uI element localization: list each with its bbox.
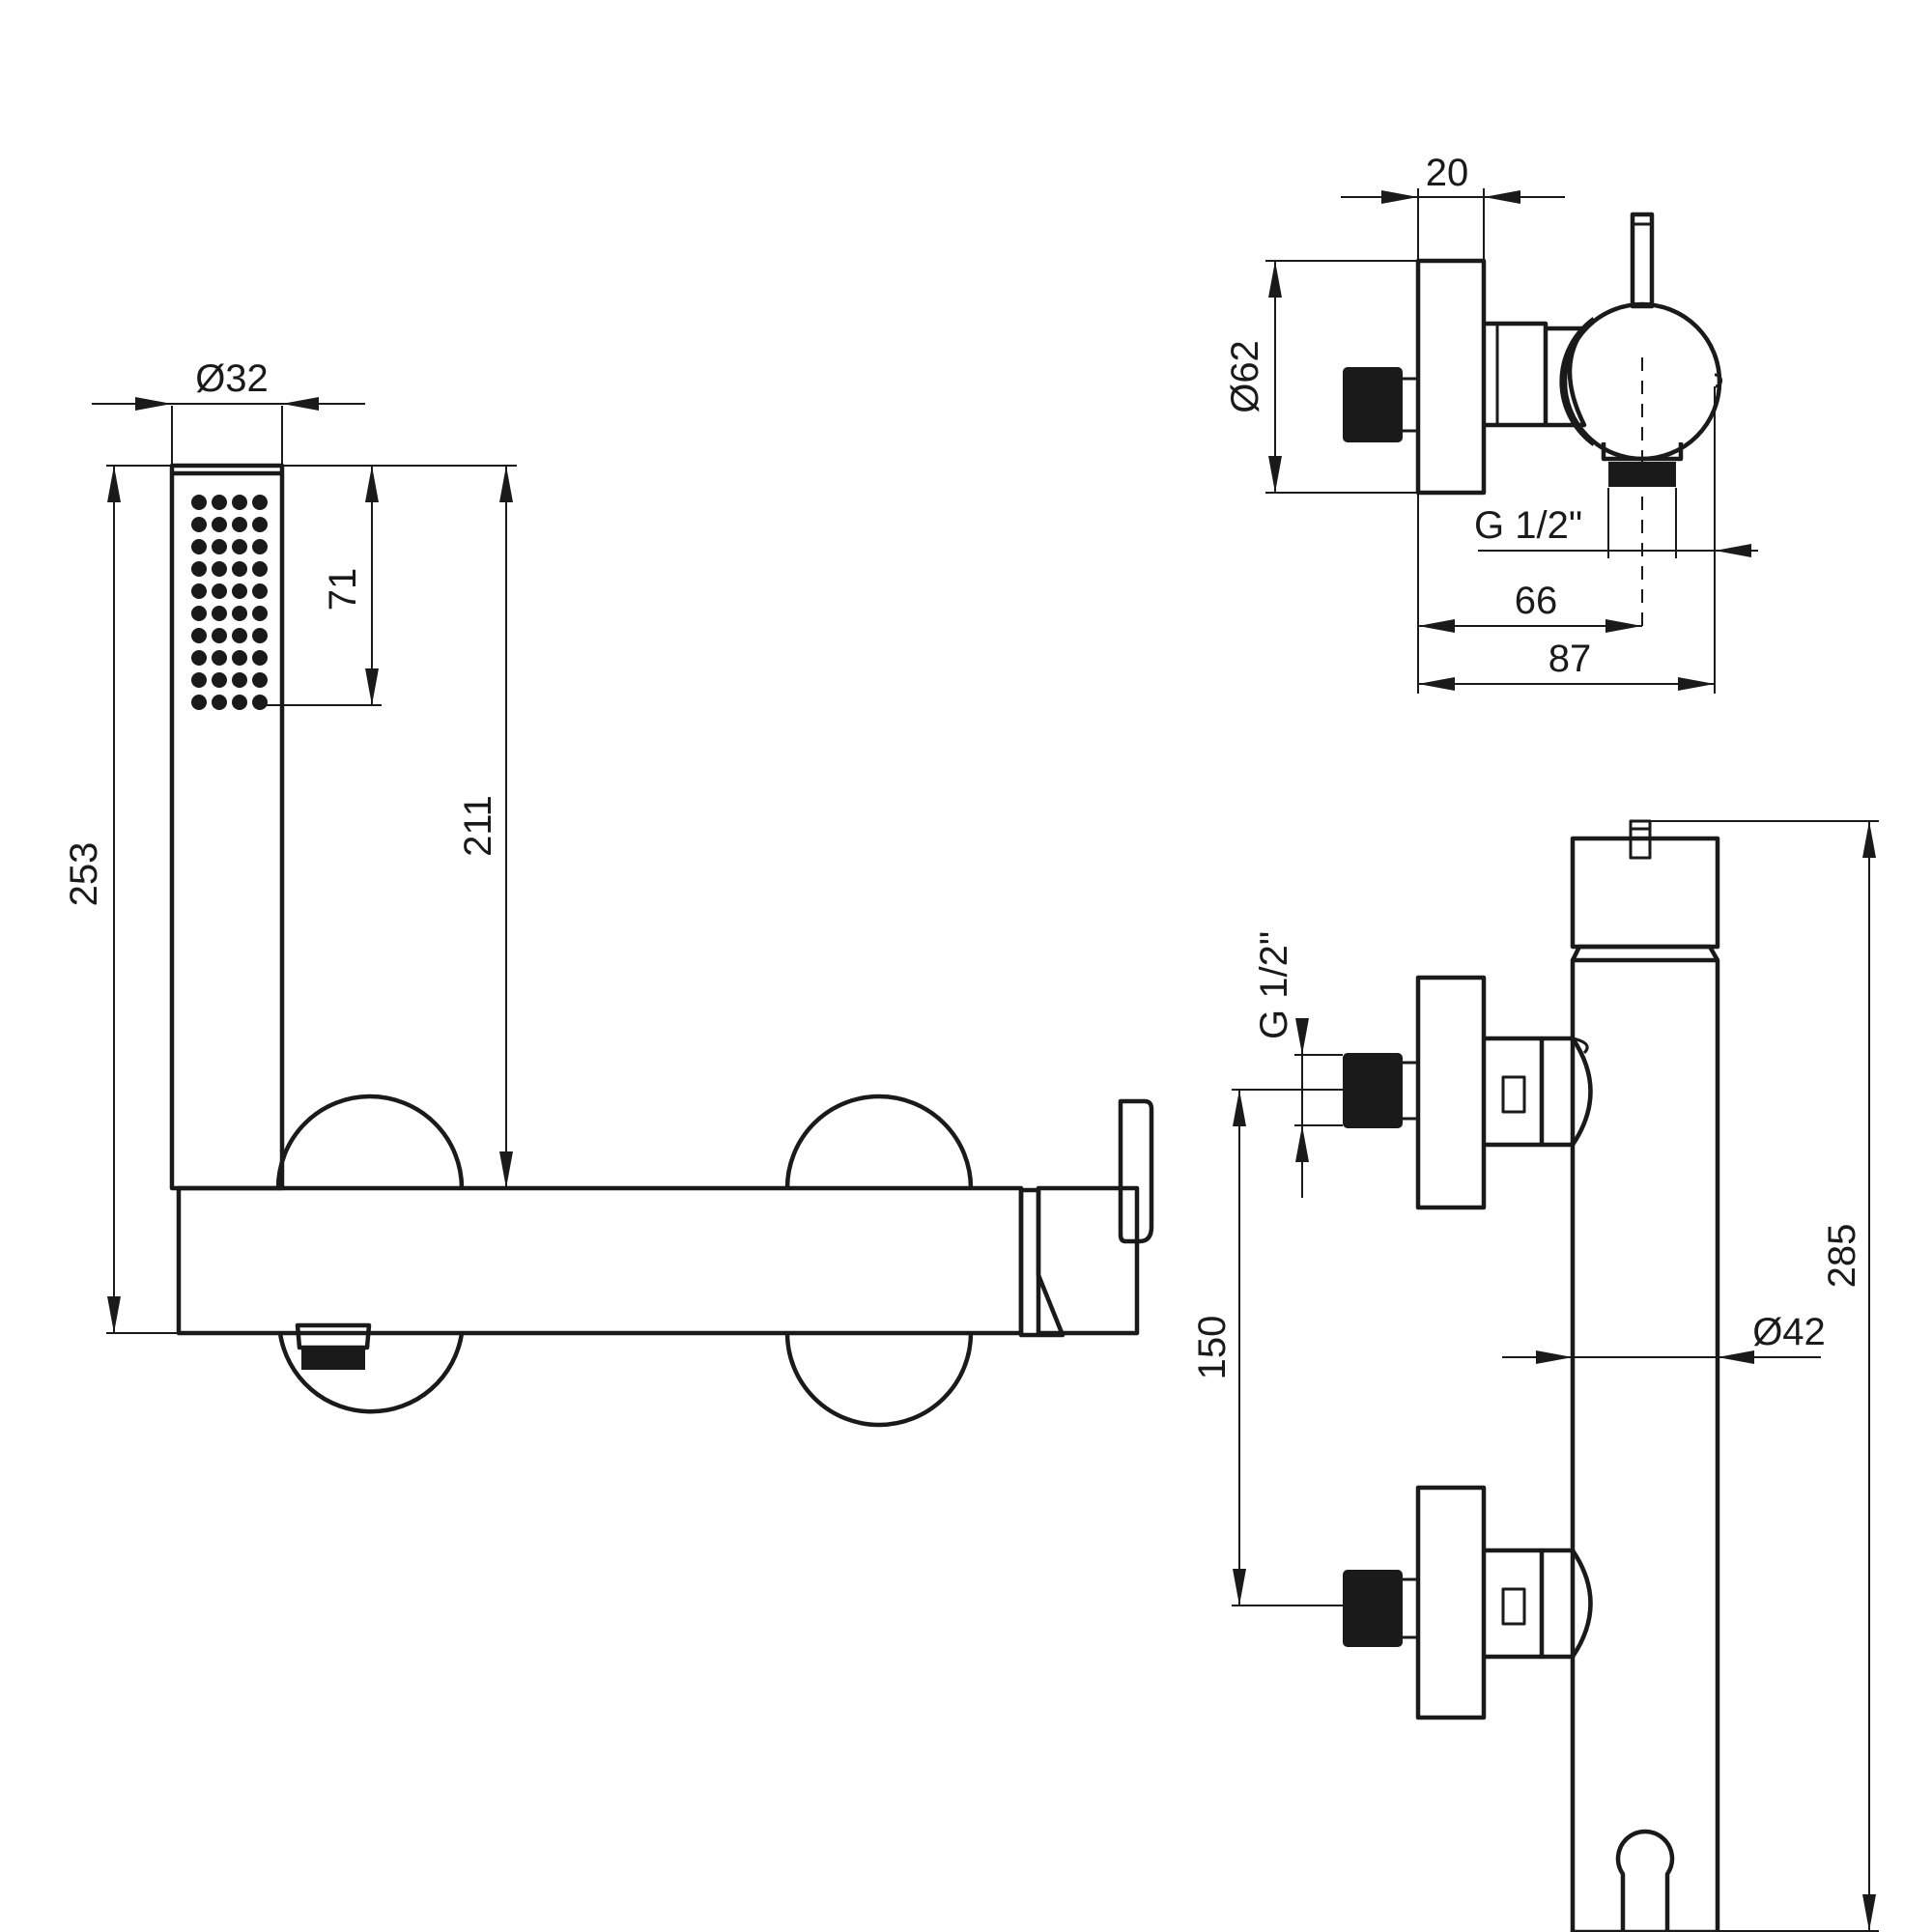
dim-body-length: 285 — [1821, 1224, 1863, 1289]
top-cartridge-cap — [1570, 836, 1720, 950]
shower-holder-hook — [1615, 1829, 1675, 1932]
cartridge-housing — [1018, 1187, 1065, 1338]
spray-nozzle — [191, 561, 207, 577]
spray-nozzle — [212, 672, 227, 688]
spray-nozzle — [212, 561, 227, 577]
spray-nozzle — [252, 606, 268, 621]
spray-nozzle — [232, 606, 247, 621]
upper-inlet-flange — [1415, 975, 1487, 1210]
lever-handle — [1118, 1098, 1154, 1244]
spray-nozzle — [191, 495, 207, 510]
front-view: Ø32 253 71 211 — [63, 357, 1154, 1428]
spray-nozzle — [252, 561, 268, 577]
spray-nozzle — [212, 628, 227, 643]
spray-nozzle — [252, 650, 268, 666]
spray-nozzle — [252, 539, 268, 554]
spray-nozzle — [191, 583, 207, 599]
dim-spray-height: 71 — [322, 568, 364, 611]
side-view: 20 Ø62 G 1/2" 66 87 — [1224, 152, 1758, 694]
spray-nozzle — [232, 517, 247, 532]
top-mixer-body — [1570, 957, 1720, 1932]
dim-flange-diameter: Ø62 — [1224, 340, 1266, 413]
right-wall-flange — [784, 1094, 974, 1189]
spray-nozzle — [212, 606, 227, 621]
spray-nozzle — [232, 695, 247, 710]
spray-nozzle — [212, 695, 227, 710]
spray-nozzle — [232, 628, 247, 643]
spray-nozzle — [191, 695, 207, 710]
lower-inlet-flange — [1415, 1485, 1487, 1720]
spray-nozzle — [252, 495, 268, 510]
spray-nozzle — [232, 650, 247, 666]
dim-inlet-thread: G 1/2" — [1253, 931, 1295, 1039]
spray-nozzle — [232, 672, 247, 688]
side-inlet-thread — [1343, 367, 1403, 442]
dim-top-to-body: 211 — [457, 795, 499, 857]
spray-nozzle — [191, 650, 207, 666]
side-lever-stem — [1630, 212, 1655, 309]
spray-nozzle — [232, 539, 247, 554]
side-wall-flange — [1415, 258, 1487, 496]
spray-nozzle — [212, 539, 227, 554]
spray-nozzle — [252, 628, 268, 643]
dim-outlet-offset: 66 — [1515, 580, 1558, 622]
spray-nozzle — [232, 495, 247, 510]
spray-nozzle — [252, 672, 268, 688]
spray-nozzles — [191, 495, 268, 710]
dim-shower-diameter: Ø32 — [195, 357, 269, 400]
dim-outlet-thread: G 1/2" — [1474, 504, 1582, 547]
spray-nozzle — [212, 650, 227, 666]
upper-inlet-thread — [1343, 1053, 1403, 1128]
spray-nozzle — [191, 539, 207, 554]
spray-nozzle — [212, 583, 227, 599]
lever-housing — [1036, 1185, 1140, 1336]
spray-nozzle — [191, 672, 207, 688]
spray-nozzle — [212, 517, 227, 532]
mixer-body — [176, 1185, 1024, 1336]
dim-flange-depth: 20 — [1426, 152, 1469, 194]
left-wall-flange — [275, 1094, 465, 1189]
spray-nozzle — [252, 517, 268, 532]
top-view: G 1/2" 150 Ø42 285 — [1191, 819, 1879, 1932]
dim-inlet-spacing: 150 — [1191, 1316, 1234, 1380]
spray-nozzle — [191, 517, 207, 532]
spray-nozzle — [212, 495, 227, 510]
dim-body-diameter: Ø42 — [1752, 1311, 1826, 1353]
spray-nozzle — [252, 583, 268, 599]
lower-inlet-thread — [1343, 1570, 1403, 1647]
spray-nozzle — [232, 583, 247, 599]
spray-nozzle — [191, 628, 207, 643]
bath-outlet-thread — [301, 1349, 365, 1370]
spray-nozzle — [232, 561, 247, 577]
dim-total-height: 253 — [63, 842, 105, 907]
dim-total-depth: 87 — [1548, 638, 1592, 680]
spray-nozzle — [191, 606, 207, 621]
spray-nozzle — [252, 695, 268, 710]
